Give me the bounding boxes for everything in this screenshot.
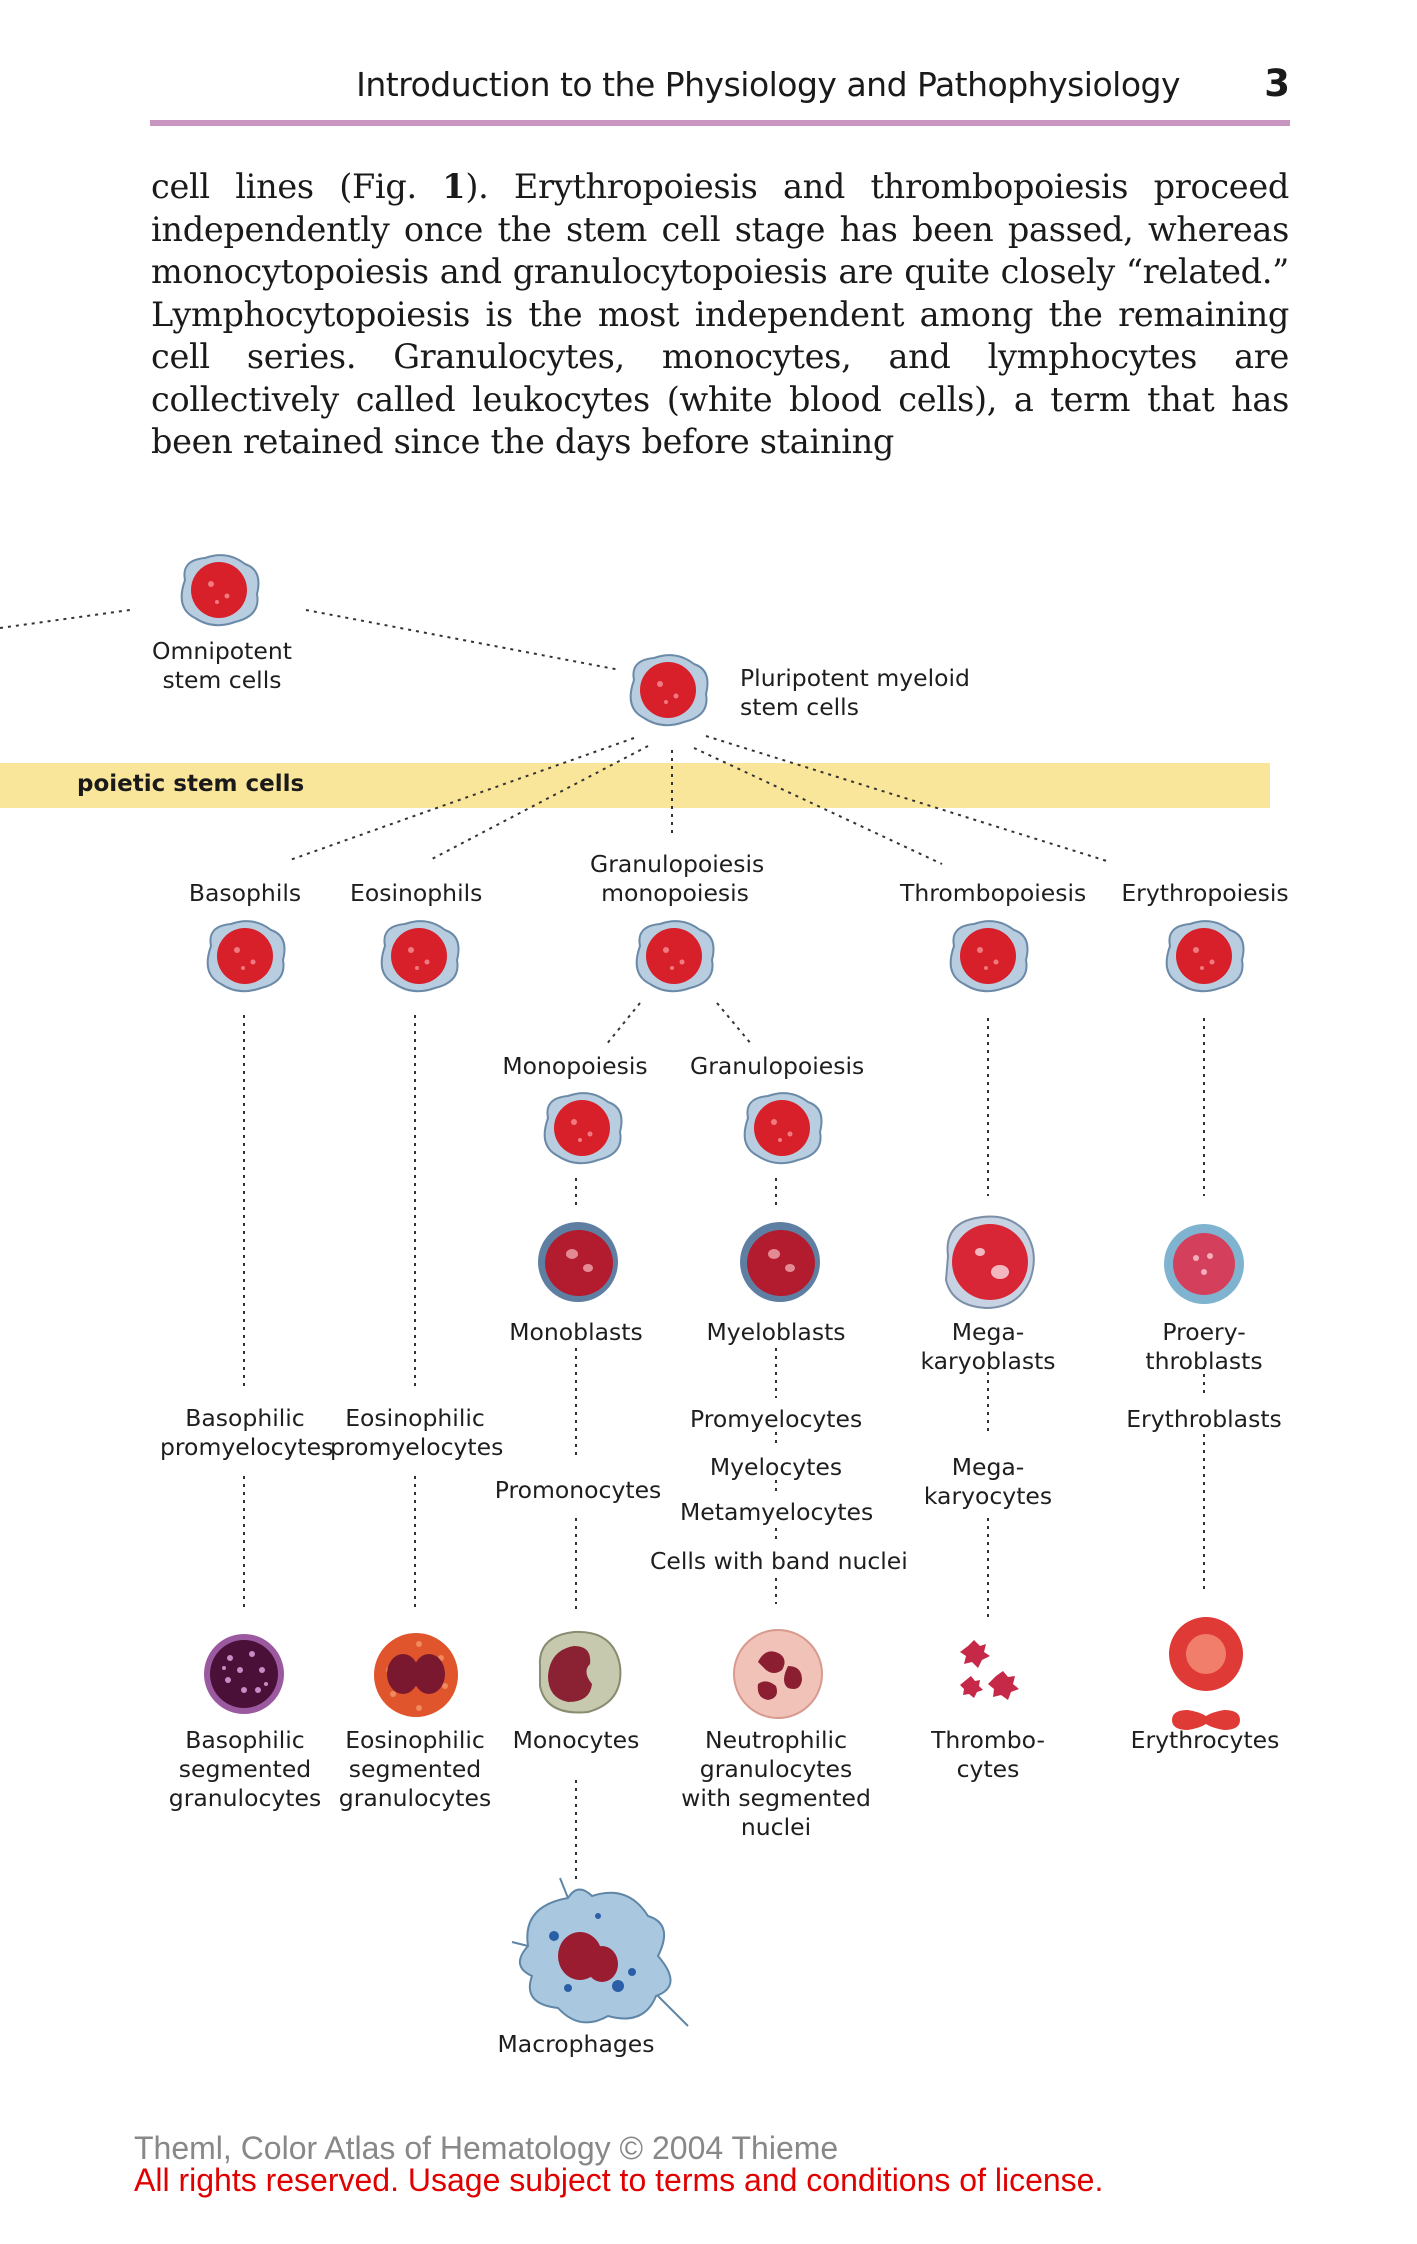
- erythro-stem-cell-icon: [1165, 920, 1245, 993]
- body-paragraph: cell lines (Fig. 1). Erythropoiesis and …: [151, 166, 1289, 464]
- label-eosinophils: Eosinophils: [350, 879, 483, 907]
- thrombocytes-icon: [960, 1640, 1019, 1700]
- label-monocytes: Monocytes: [512, 1726, 640, 1754]
- body-text-rest: ). Erythropoiesis and thrombopoiesis pro…: [151, 167, 1289, 461]
- label-myelocytes: Myelocytes: [709, 1453, 843, 1481]
- label-monoblasts: Monoblasts: [509, 1318, 643, 1346]
- label-promonocytes: Promonocytes: [494, 1476, 662, 1504]
- copyright-credit: Theml, Color Atlas of Hematology © 2004 …: [134, 2130, 839, 2166]
- monopoiesis-stem-cell-icon: [543, 1092, 623, 1165]
- poietic-stem-cells-band: poietic stem cells: [0, 763, 1270, 808]
- connector-offpage: [0, 609, 131, 629]
- label-promyelocytes: Promyelocytes: [690, 1405, 863, 1433]
- figure-reference: 1: [442, 167, 466, 206]
- running-title: Introduction to the Physiology and Patho…: [356, 65, 1180, 104]
- label-cells-with-band-nuclei: Cells with band nuclei: [650, 1547, 908, 1575]
- label-metamyelocytes: Metamyelocytes: [680, 1498, 874, 1526]
- label-erythropoiesis: Erythropoiesis: [1121, 879, 1289, 907]
- label-megakaryoblasts: Mega-karyoblasts: [920, 1318, 1056, 1375]
- label-monopoiesis: Monopoiesis: [502, 1052, 648, 1080]
- monoblast-cell-icon: [538, 1222, 618, 1302]
- megakaryoblast-cell-icon: [944, 1215, 1035, 1310]
- label-erythroblasts: Erythroblasts: [1126, 1405, 1282, 1433]
- license-notice: All rights reserved. Usage subject to te…: [134, 2162, 1104, 2198]
- running-head: Introduction to the Physiology and Patho…: [150, 60, 1290, 126]
- connector-to-monopoiesis: [605, 1002, 641, 1046]
- omnipotent-stem-cell-icon: [180, 554, 260, 627]
- monocyte-icon: [538, 1630, 622, 1714]
- connector-to-basophils: [289, 737, 635, 861]
- label-macrophages: Macrophages: [497, 2030, 655, 2058]
- myeloblast-cell-icon: [740, 1222, 820, 1302]
- label-megakaryocytes: Mega-karyocytes: [923, 1453, 1053, 1510]
- label-basophils: Basophils: [188, 879, 302, 907]
- label-myeloblasts: Myeloblasts: [706, 1318, 846, 1346]
- label-erythrocytes: Erythrocytes: [1130, 1726, 1280, 1754]
- basophil-stem-cell-icon: [206, 920, 286, 993]
- page-number: 3: [1264, 62, 1290, 105]
- erythrocytes-icon: [1169, 1617, 1243, 1730]
- granulopoiesis-stem-cell-icon: [743, 1092, 823, 1165]
- label-thrombopoiesis: Thrombopoiesis: [900, 879, 1087, 907]
- connector-to-eosinophils: [429, 745, 649, 861]
- connector-to-thrombopoiesis: [693, 747, 943, 865]
- basophilic-granulocyte-icon: [204, 1634, 284, 1714]
- connector-to-granulopoiesis: [716, 1002, 753, 1046]
- macrophage-icon: [511, 1877, 689, 2027]
- body-text-start: cell lines (Fig.: [151, 167, 443, 206]
- label-thrombocytes: Thrombo-cytes: [931, 1726, 1045, 1783]
- thrombo-stem-cell-icon: [949, 920, 1029, 993]
- pluripotent-stem-cell-icon: [629, 654, 709, 727]
- connector-omnipotent-pluripotent: [305, 609, 621, 671]
- granulo-mono-stem-cell-icon: [635, 920, 715, 993]
- eosinophil-stem-cell-icon: [380, 920, 460, 993]
- proerythroblast-cell-icon: [1164, 1224, 1244, 1304]
- eosinophilic-granulocyte-icon: [374, 1633, 458, 1717]
- label-proerythroblasts: Proery-throblasts: [1145, 1318, 1263, 1375]
- label-granulopoiesis: Granulopoiesis: [690, 1052, 865, 1080]
- connector-to-erythropoiesis: [705, 735, 1111, 863]
- band-label: poietic stem cells: [77, 771, 305, 797]
- neutrophilic-granulocyte-icon: [733, 1629, 823, 1719]
